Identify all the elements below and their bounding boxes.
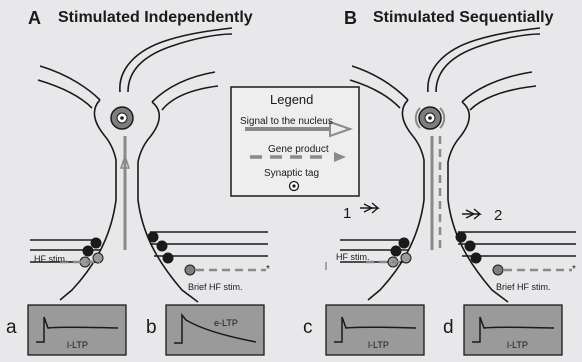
synapse-bouton [465,241,475,251]
panel-a-title: Stimulated Independently [58,9,253,26]
neuron-a-nucleus [111,107,133,129]
trace-c-label: l-LTP [368,340,389,350]
neuron-b [350,28,540,302]
synapse-bouton [401,253,411,263]
trace-a: a l-LTP [6,305,126,355]
synapse-bouton [163,253,173,263]
trace-a-letter: a [6,317,17,338]
synapse-bouton [83,246,93,256]
trace-b-letter: b [146,317,157,338]
brief-hf-label-a: Brief HF stim. [188,282,243,292]
asterisk-a: * [266,264,270,275]
panel-b-title: Stimulated Sequentially [373,9,554,26]
order-2-arrow [462,209,480,219]
neuron-a-left-trunk [60,100,116,300]
order-1-label: 1 [343,205,351,222]
legend-tag-label: Synaptic tag [264,168,319,179]
neuron-a-axon [120,28,232,92]
brief-hf-label-b: Brief HF stim. [496,282,551,292]
panel-a-letter: A [28,8,41,28]
hf-stim-label-a: HF stim. [34,254,68,264]
order-1-arrow [360,203,378,213]
neuron-a-right-dendrite [152,72,215,102]
synapse-bouton [157,241,167,251]
trace-a-label: l-LTP [67,340,88,350]
panel-b-letter: B [344,8,357,28]
synapse-bouton [471,253,481,263]
synapse-bouton [456,232,466,242]
synapse-bouton [399,238,409,248]
trace-d: d l-LTP [443,305,562,355]
trace-c: c l-LTP [303,305,424,355]
asterisk-b: * [572,264,576,275]
synapse-bouton [91,238,101,248]
trace-c-letter: c [303,317,313,338]
synapse-bouton [93,253,103,263]
neuron-b-axon [428,28,540,92]
neuron-b-nucleus [416,107,444,129]
trace-d-letter: d [443,317,454,338]
synapse-bouton [391,246,401,256]
legend-title: Legend [270,92,313,107]
legend-gene-label: Gene product [268,144,329,155]
hf-stim-label-b: HF stim. [336,252,370,262]
tagged-synapse [493,265,503,275]
neuron-b-synapses [388,232,503,275]
trace-b: b e-LTP [146,305,264,355]
trace-b-label: e-LTP [214,318,238,328]
tagged-synapse [185,265,195,275]
trace-d-label: l-LTP [507,340,528,350]
synapse-bouton [148,232,158,242]
legend-signal-label: Signal to the nucleus [240,116,333,127]
neuron-a-synapses [80,232,195,275]
order-2-label: 2 [494,207,502,224]
legend: Legend Signal to the nucleus Gene produc… [231,87,359,196]
